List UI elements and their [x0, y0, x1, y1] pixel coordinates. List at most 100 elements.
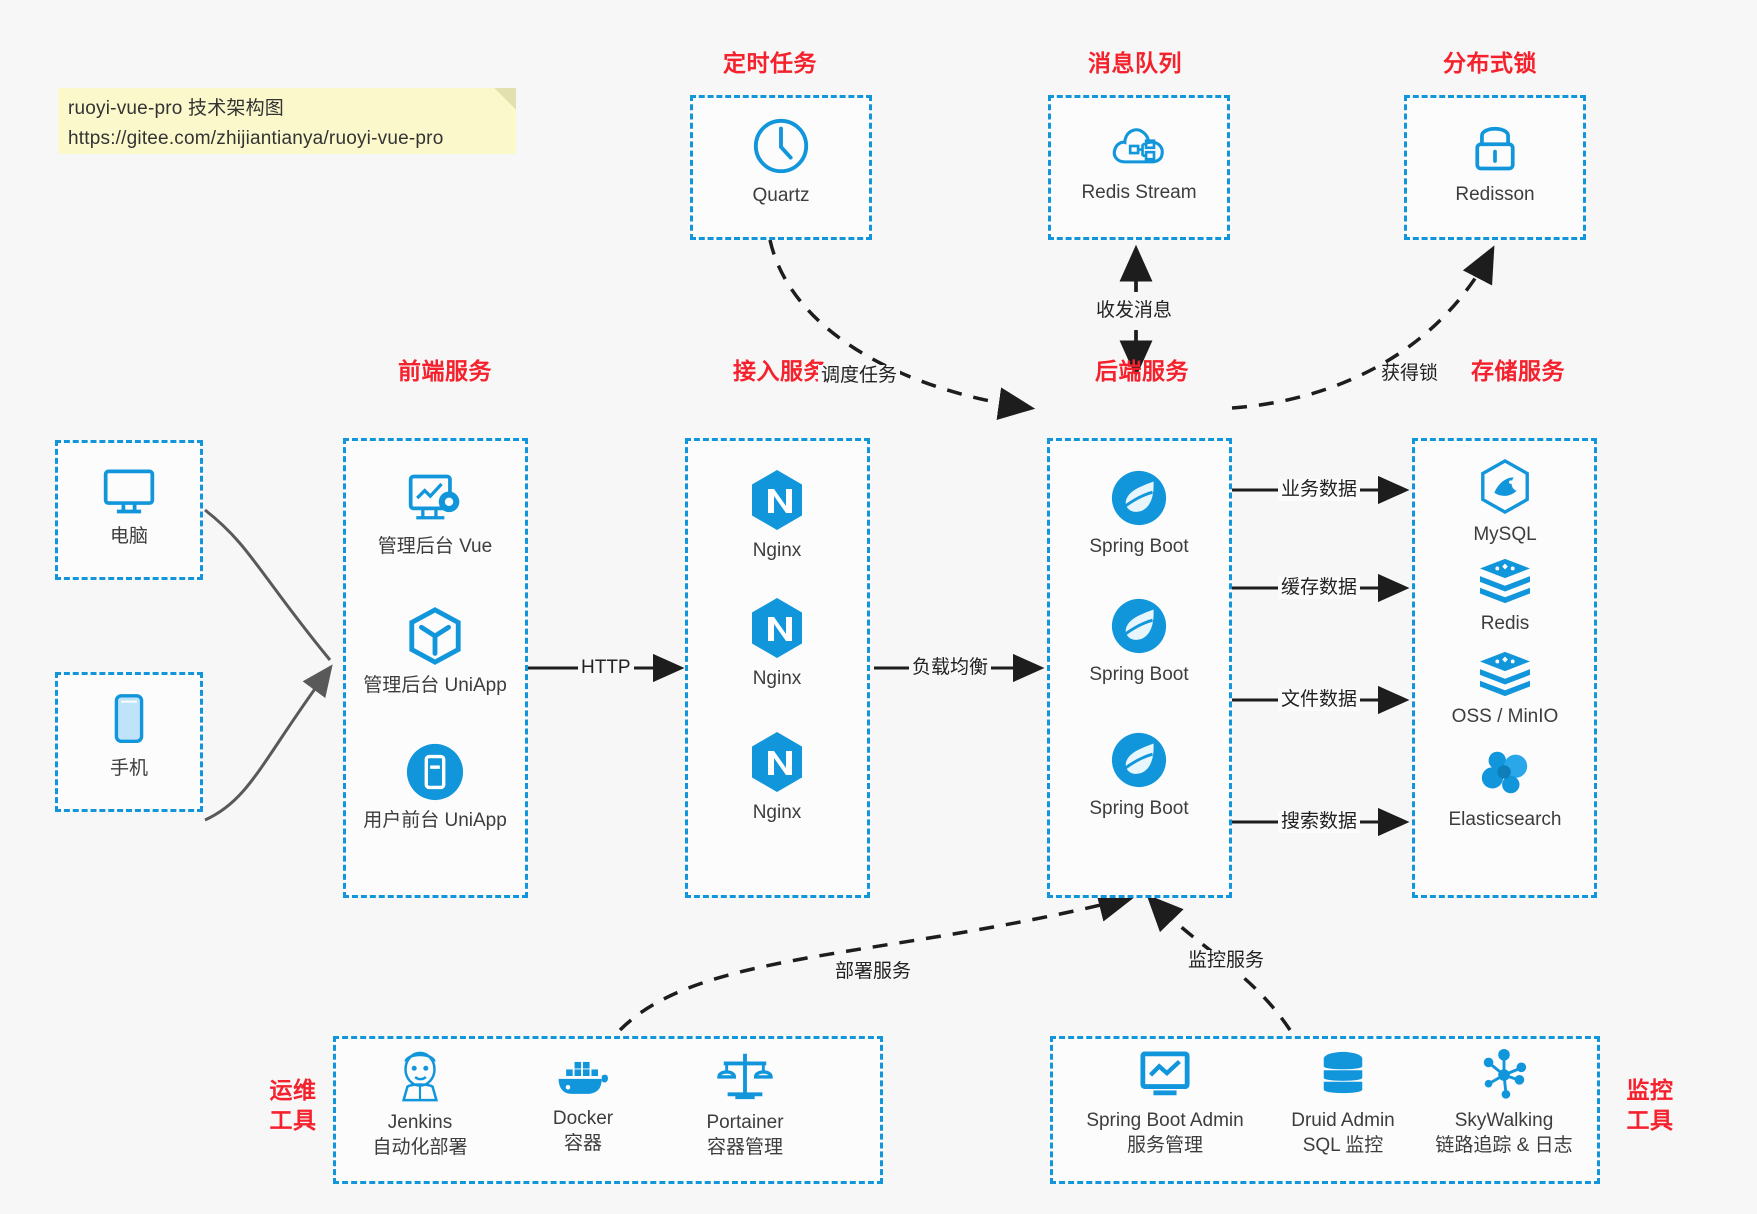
- jenkins-icon: [401, 1051, 439, 1102]
- database-icon: [1323, 1051, 1363, 1094]
- note-title: ruoyi-vue-pro 技术架构图: [68, 98, 285, 119]
- group-title-backend: 后端服务: [1095, 358, 1189, 384]
- node-spring-boot-admin[interactable]: Spring Boot Admin 服务管理: [1065, 1050, 1265, 1159]
- node-label: MySQL: [1473, 524, 1537, 545]
- edge-label-monitor-service: 监控服务: [1185, 950, 1268, 972]
- group-box-mq: [1048, 95, 1230, 240]
- node-admin-uniapp[interactable]: 管理后台 UniApp: [350, 605, 520, 698]
- node-springboot-3[interactable]: Spring Boot: [1054, 730, 1224, 821]
- dashboard-icon: [408, 474, 460, 520]
- redis-icon: [1480, 558, 1530, 604]
- node-user-uniapp[interactable]: 用户前台 UniApp: [350, 742, 520, 833]
- node-sublabel: 容器管理: [706, 1137, 783, 1158]
- node-mysql[interactable]: MySQL: [1420, 458, 1590, 547]
- node-redis[interactable]: Redis: [1420, 555, 1590, 636]
- node-sublabel: SQL 监控: [1302, 1135, 1384, 1156]
- node-redis-stream[interactable]: Redis Stream: [1054, 118, 1224, 205]
- node-sublabel: 链路追踪 & 日志: [1435, 1135, 1573, 1156]
- node-label: Portainer: [706, 1112, 784, 1133]
- diagram-note: ruoyi-vue-pro 技术架构图 https://gitee.com/zh…: [58, 88, 516, 154]
- cube-icon: [409, 607, 461, 665]
- node-label: Nginx: [752, 802, 802, 823]
- edge-label-deploy-service: 部署服务: [832, 961, 915, 983]
- edge-label-acquire-lock: 获得锁: [1378, 363, 1442, 385]
- node-docker[interactable]: Docker 容器: [498, 1052, 668, 1157]
- node-jenkins[interactable]: Jenkins 自动化部署: [335, 1048, 505, 1161]
- app-icon: [406, 743, 464, 801]
- network-nodes-icon: [1483, 1048, 1527, 1099]
- elasticsearch-icon: [1481, 751, 1528, 794]
- node-springboot-2[interactable]: Spring Boot: [1054, 596, 1224, 687]
- node-phone[interactable]: 手机: [44, 690, 214, 781]
- node-skywalking[interactable]: SkyWalking 链路追踪 & 日志: [1404, 1048, 1604, 1159]
- nginx-icon: [752, 732, 802, 792]
- node-label: Elasticsearch: [1448, 809, 1562, 830]
- node-portainer[interactable]: Portainer 容器管理: [660, 1048, 830, 1161]
- node-label: Redis Stream: [1081, 182, 1197, 203]
- node-label: Jenkins: [387, 1112, 453, 1133]
- node-nginx-1[interactable]: Nginx: [692, 468, 862, 563]
- spring-icon: [1111, 470, 1167, 526]
- note-fold-corner: [494, 88, 516, 110]
- group-title-monitor-line1: 监控: [1626, 1077, 1674, 1103]
- group-title-devops: 运维 工具: [258, 1075, 328, 1135]
- node-redisson[interactable]: Redisson: [1410, 118, 1580, 207]
- docker-icon: [558, 1061, 608, 1094]
- node-admin-vue[interactable]: 管理后台 Vue: [350, 470, 520, 559]
- group-title-devops-line1: 运维: [269, 1077, 317, 1103]
- group-box-devops: [333, 1036, 883, 1184]
- node-sublabel: 自动化部署: [372, 1137, 468, 1158]
- group-title-storage: 存储服务: [1471, 358, 1565, 384]
- nginx-icon: [752, 470, 802, 530]
- node-label: OSS / MinIO: [1451, 706, 1559, 727]
- node-label: 电脑: [109, 526, 148, 547]
- mobile-icon: [114, 694, 144, 743]
- node-nginx-3[interactable]: Nginx: [692, 730, 862, 825]
- node-label: Spring Boot: [1089, 536, 1189, 557]
- node-label: Spring Boot: [1089, 798, 1189, 819]
- node-label: 管理后台 Vue: [377, 536, 493, 557]
- edge-label-file-data: 文件数据: [1278, 689, 1361, 711]
- node-label: Druid Admin: [1291, 1110, 1395, 1131]
- nginx-icon: [752, 598, 802, 658]
- node-springboot-1[interactable]: Spring Boot: [1054, 468, 1224, 559]
- node-sublabel: 容器: [563, 1133, 602, 1154]
- edge-label-cache-data: 缓存数据: [1278, 577, 1361, 599]
- node-computer[interactable]: 电脑: [44, 462, 214, 549]
- group-title-monitor: 监控 工具: [1610, 1075, 1690, 1135]
- mysql-icon: [1481, 458, 1529, 515]
- edge-label-schedule-task: 调度任务: [818, 365, 901, 387]
- oss-icon: [1480, 651, 1530, 697]
- node-druid-admin[interactable]: Druid Admin SQL 监控: [1253, 1050, 1433, 1159]
- desktop-icon: [103, 469, 155, 514]
- node-nginx-2[interactable]: Nginx: [692, 596, 862, 691]
- node-label: Redisson: [1455, 184, 1535, 205]
- group-title-lock: 分布式锁: [1443, 50, 1537, 76]
- node-label: Spring Boot Admin: [1086, 1110, 1244, 1131]
- group-title-devops-line2: 工具: [269, 1107, 317, 1133]
- node-label: 管理后台 UniApp: [363, 675, 507, 696]
- edge-label-search-data: 搜索数据: [1278, 811, 1361, 833]
- group-title-frontend: 前端服务: [398, 358, 492, 384]
- edge-label-http: HTTP: [578, 657, 634, 679]
- node-label: Redis: [1480, 613, 1530, 634]
- group-box-frontend: [343, 438, 528, 898]
- node-oss[interactable]: OSS / MinIO: [1420, 648, 1590, 729]
- scales-icon: [717, 1053, 773, 1100]
- clock-icon: [753, 118, 809, 174]
- edge-label-load-balance: 负载均衡: [909, 657, 992, 679]
- node-label: Docker: [552, 1108, 614, 1129]
- edge-label-send-receive-msg: 收发消息: [1093, 300, 1176, 322]
- group-title-mq: 消息队列: [1088, 50, 1182, 76]
- node-elasticsearch[interactable]: Elasticsearch: [1420, 745, 1590, 832]
- node-label: SkyWalking: [1454, 1110, 1554, 1131]
- node-label: Nginx: [752, 668, 802, 689]
- node-label: Spring Boot: [1089, 664, 1189, 685]
- spring-icon: [1111, 732, 1167, 788]
- node-quartz[interactable]: Quartz: [696, 115, 866, 208]
- cloud-stream-icon: [1112, 128, 1164, 164]
- node-label: Quartz: [752, 185, 810, 206]
- note-url: https://gitee.com/zhijiantianya/ruoyi-vu…: [68, 128, 444, 149]
- node-label: Nginx: [752, 540, 802, 561]
